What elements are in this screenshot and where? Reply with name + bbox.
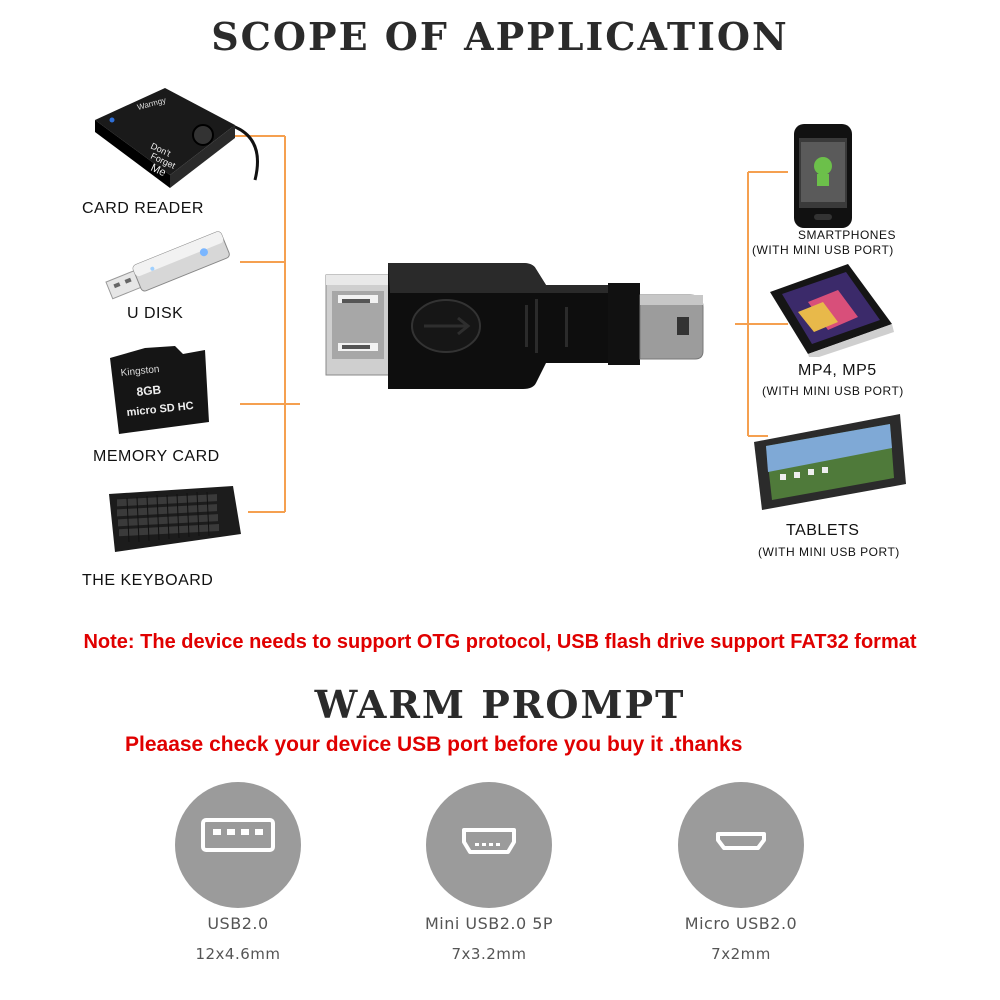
tablets-label: TABLETS [786,522,860,539]
svg-text:Me: Me [149,162,168,179]
mini-usb-port-size: 7x3.2mm [451,945,527,963]
mp4-mp5-sublabel: (WITH MINI USB PORT) [762,384,904,398]
mp4-mp5-label: MP4, MP5 [798,362,877,379]
mini-usb-port-circle [426,782,552,908]
smartphones-sublabel: (WITH MINI USB PORT) [752,243,894,257]
mini-usb-port-icon [462,828,516,854]
smartphone-icon [794,124,852,228]
smartphones-label: SMARTPHONES [798,228,896,242]
micro-usb-port-size: 7x2mm [711,945,771,963]
svg-text:Kingston: Kingston [120,364,160,379]
usb-flash-drive-icon [105,231,230,300]
warm-prompt-text: Pleaase check your device USB port befor… [125,733,743,756]
usb-adapter-icon [325,263,704,389]
usb-a-port-name: USB2.0 [207,914,269,933]
micro-usb-port-icon [716,832,766,850]
memory-card-label: MEMORY CARD [93,448,220,465]
connector-lines [228,135,788,513]
card-reader-icon: Warmgy Don't Forget Me [95,88,259,188]
u-disk-label: U DISK [127,305,184,322]
svg-text:8GB: 8GB [136,382,162,399]
tablets-sublabel: (WITH MINI USB PORT) [758,545,900,559]
micro-usb-port-circle [678,782,804,908]
usb-a-port-icon [201,818,275,852]
otg-note: Note: The device needs to support OTG pr… [83,631,917,653]
card-reader-label: CARD READER [82,200,204,217]
usb-a-port-circle [175,782,301,908]
micro-sd-card-icon: Kingston 8GB micro SD HC [110,346,209,434]
tablet-icon [754,414,906,510]
warm-prompt-title: WARM PROMPT [314,682,686,727]
media-player-icon [770,264,894,357]
scope-title: SCOPE OF APPLICATION [211,14,789,59]
keyboard-label: THE KEYBOARD [82,572,214,589]
mini-usb-port-name: Mini USB2.0 5P [424,914,554,933]
keyboard-icon [109,486,241,552]
micro-usb-port-name: Micro USB2.0 [684,914,798,933]
usb-a-port-size: 12x4.6mm [195,945,281,963]
